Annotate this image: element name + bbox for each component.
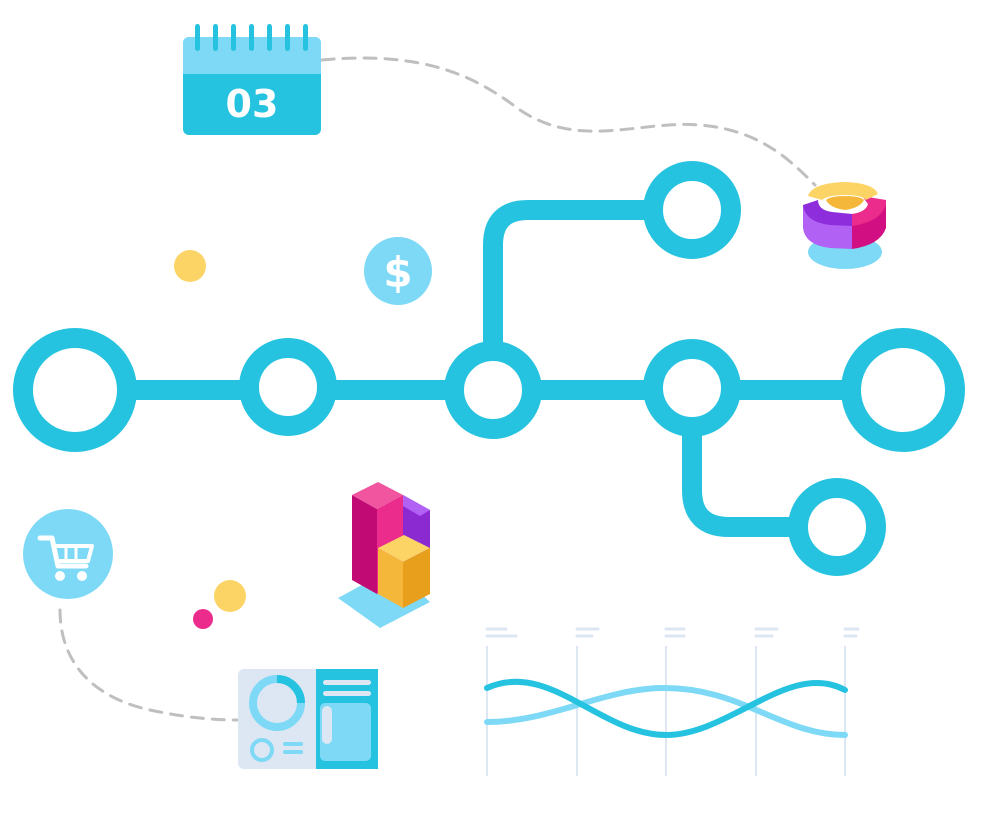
timeline-branch-down: [682, 428, 789, 537]
yellow-dot-bottom: [214, 580, 246, 612]
timeline-node-5: [841, 328, 965, 452]
dollar-symbol: $: [383, 248, 412, 297]
timeline-branch-up: [483, 200, 646, 352]
timeline-node-branch-top: [643, 161, 741, 259]
cart-icon: [23, 509, 113, 599]
calendar-icon: 03: [183, 24, 321, 135]
pink-dot: [193, 609, 213, 629]
yellow-dot-top: [174, 250, 206, 282]
timeline-node-2: [239, 338, 337, 436]
timeline-diagram: [13, 161, 965, 576]
dashed-connector-bottom: [58, 608, 242, 722]
calendar-day-label: 03: [226, 82, 279, 126]
dollar-icon: $: [364, 237, 432, 305]
wave-line-light: [484, 684, 848, 738]
donut-chart-3d-icon: [803, 182, 886, 269]
dashboard-card-icon: [238, 669, 378, 769]
timeline-node-3: [444, 341, 542, 439]
wave-line-dark: [484, 678, 848, 739]
wave-chart-icon: [484, 627, 860, 776]
timeline-node-1: [13, 328, 137, 452]
timeline-node-branch-bottom: [788, 478, 886, 576]
timeline-node-4: [643, 339, 741, 437]
bar-chart-3d-icon: [338, 482, 430, 628]
dashed-connector-top: [320, 56, 817, 187]
